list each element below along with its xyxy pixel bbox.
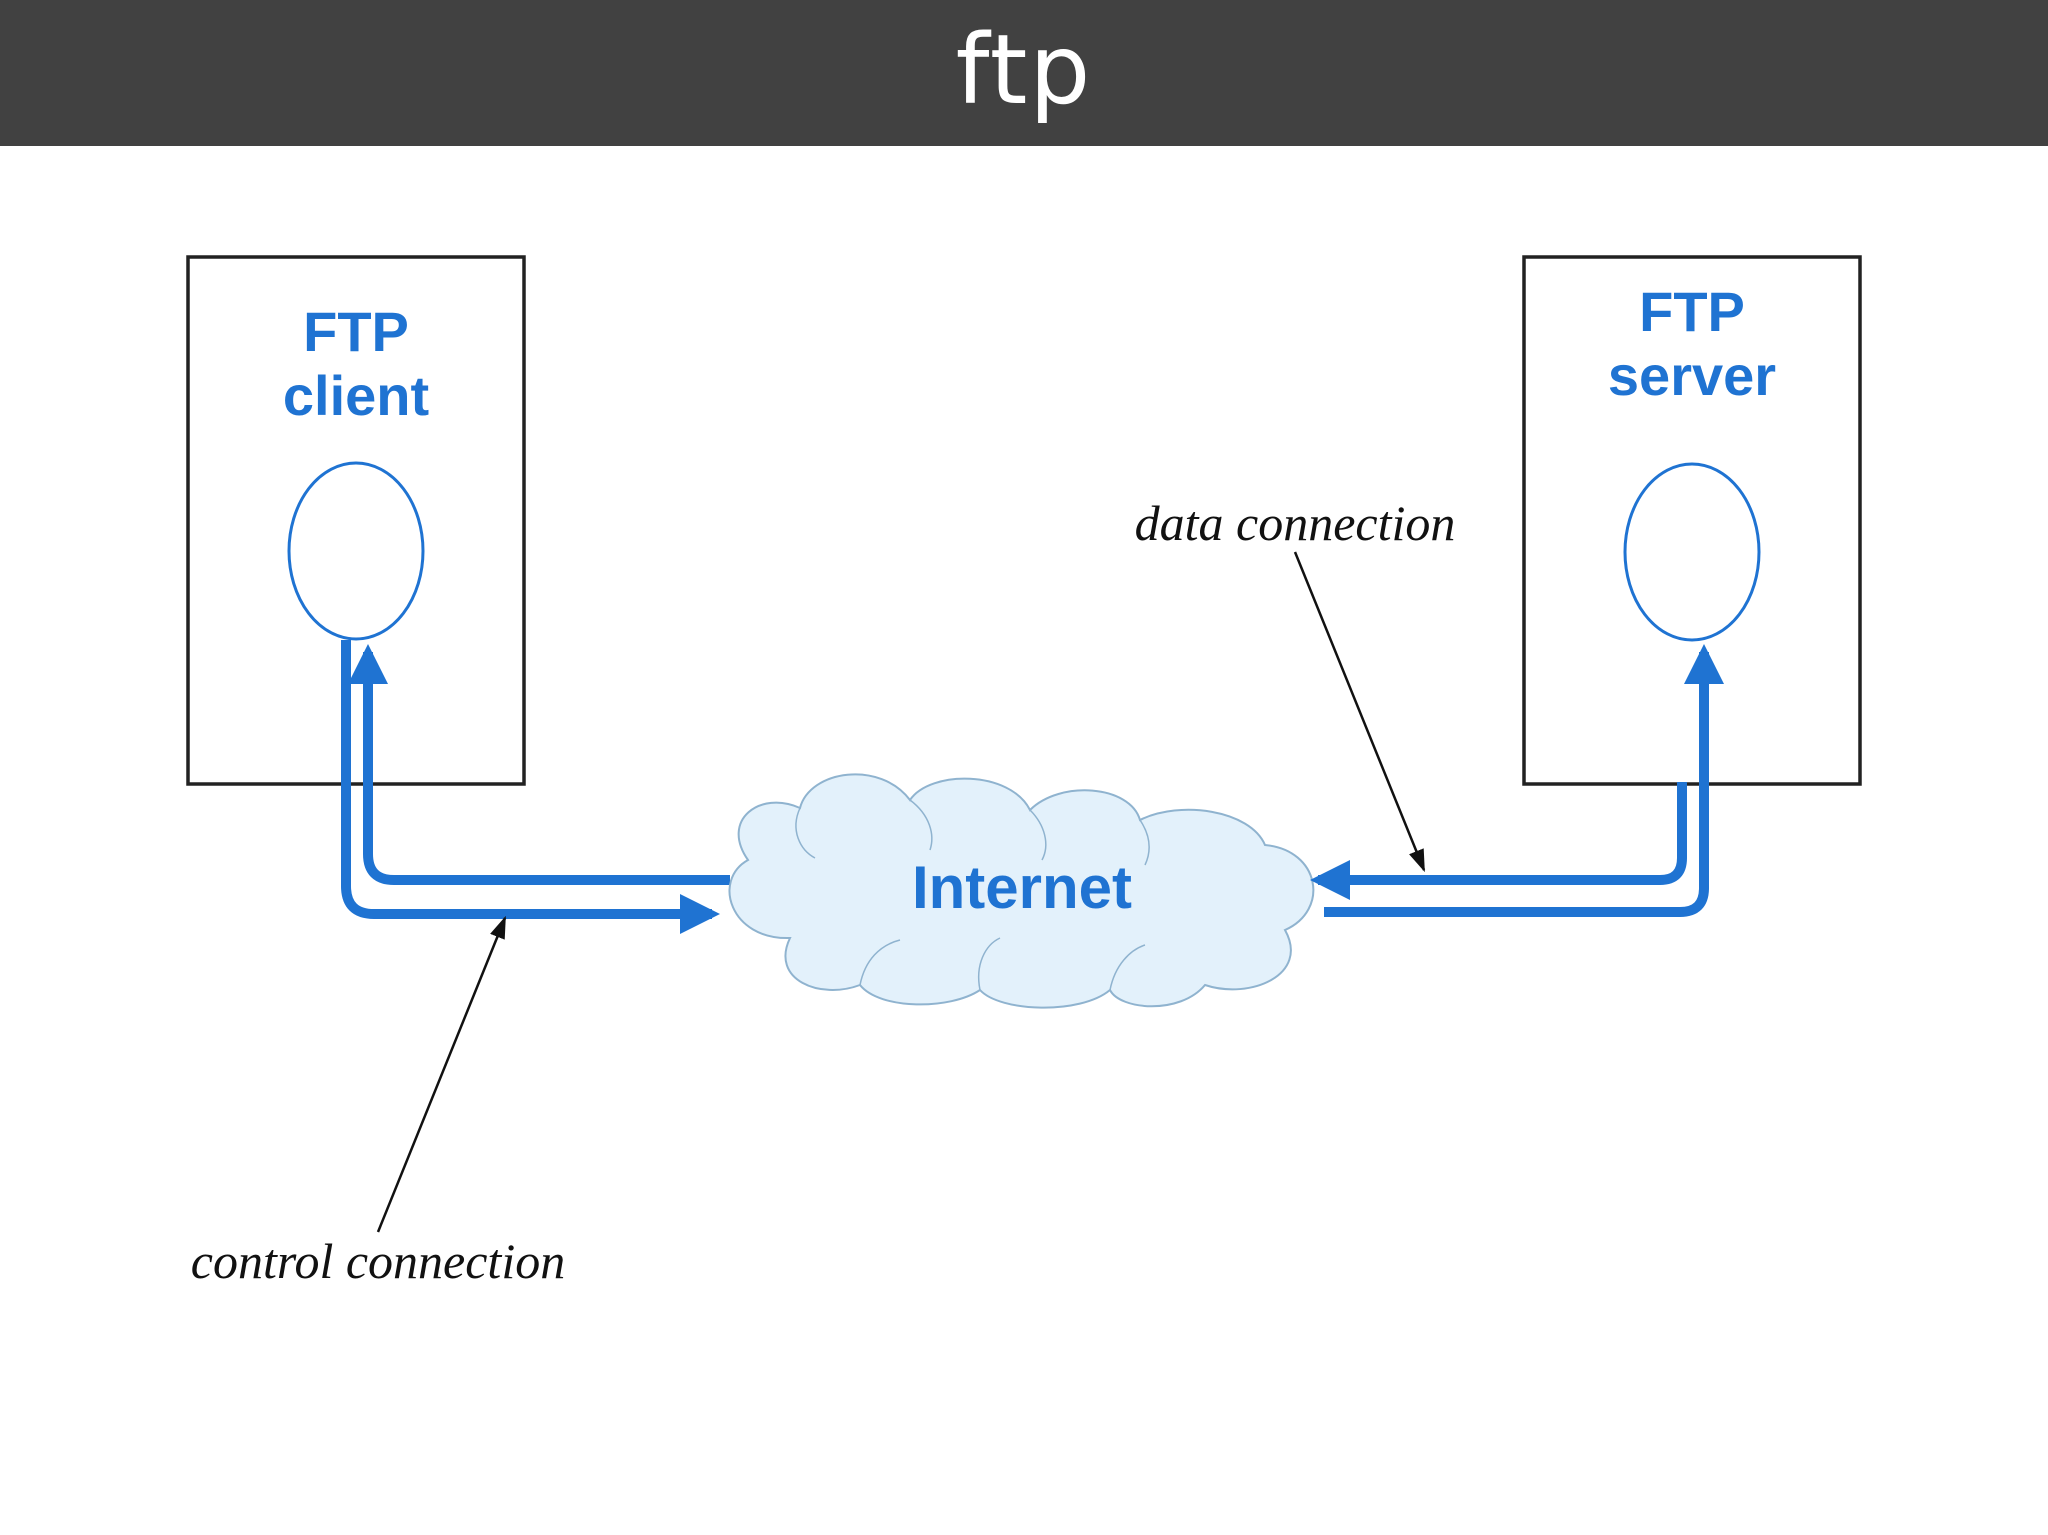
server-label-line2: server — [1608, 344, 1776, 407]
data-connection-pointer — [1293, 551, 1426, 873]
internet-label: Internet — [912, 854, 1132, 921]
client-control-line — [341, 640, 720, 934]
server-data-line — [1310, 782, 1687, 900]
client-label-line1: FTP — [303, 300, 409, 363]
server-label-line1: FTP — [1639, 280, 1745, 343]
client-label-line2: client — [283, 364, 429, 427]
client-host-box — [186, 255, 526, 786]
data-connection-label: data connection — [1135, 495, 1456, 551]
page-title: ftp — [955, 14, 1093, 126]
control-connection-pointer — [376, 915, 507, 1233]
internet-cloud — [728, 773, 1315, 1009]
server-process-circle — [1623, 462, 1761, 642]
client-data-line — [348, 644, 730, 885]
control-connection-label: control connection — [191, 1233, 565, 1289]
server-host-box — [1522, 255, 1862, 786]
server-control-line — [1324, 644, 1724, 917]
title-bar — [0, 0, 2048, 146]
client-process-circle — [287, 461, 425, 641]
